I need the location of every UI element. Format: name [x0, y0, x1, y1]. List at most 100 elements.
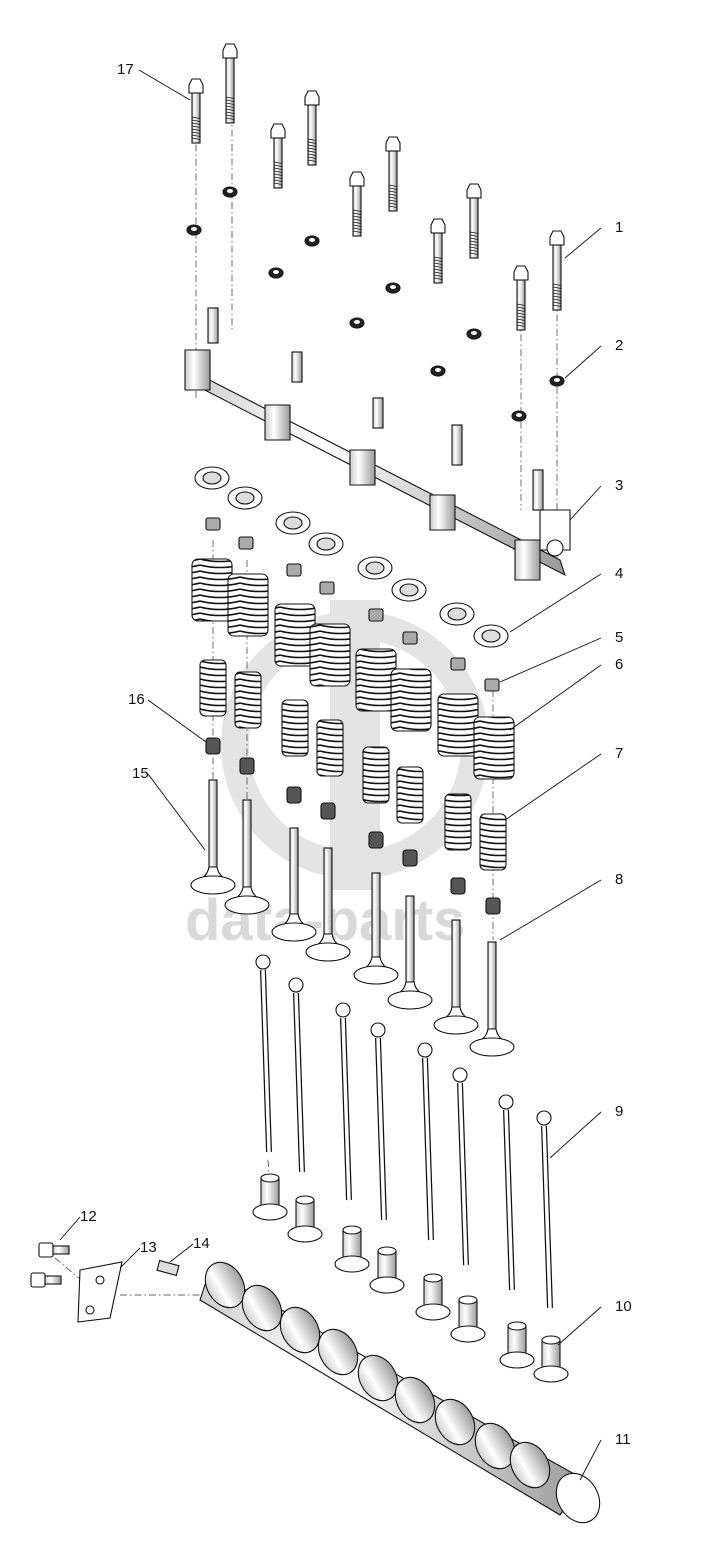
spring-retainer — [308, 532, 344, 556]
spring-retainer — [473, 624, 509, 648]
parts-layer — [30, 43, 601, 1524]
outer-valve-spring — [390, 668, 432, 732]
callout-leader-5 — [499, 637, 602, 683]
valve-stem-seal — [286, 786, 302, 804]
spring-retainer — [391, 578, 427, 602]
callout-2: 2 — [615, 337, 623, 354]
outer-valve-spring — [309, 623, 351, 687]
callout-10: 10 — [615, 1298, 632, 1315]
valve-stem-seal — [368, 831, 384, 849]
tappet — [369, 1246, 405, 1294]
callout-9: 9 — [615, 1103, 623, 1120]
spring-retainer — [275, 511, 311, 535]
inner-valve-spring — [396, 766, 424, 824]
rocker-bolt — [430, 218, 446, 284]
callout-3: 3 — [615, 477, 623, 494]
push-rod — [370, 1022, 387, 1221]
rocker-bolt — [549, 230, 565, 311]
callout-leader-3 — [569, 485, 602, 521]
cam-lobe — [204, 1261, 246, 1309]
callout-12: 12 — [80, 1208, 97, 1225]
push-rod — [417, 1042, 434, 1241]
cam-lobe — [279, 1306, 321, 1354]
cam-lobe — [394, 1376, 436, 1424]
callout-16: 16 — [128, 691, 145, 708]
callout-leader-4 — [509, 573, 602, 633]
valve-collet — [450, 657, 466, 671]
valve-collet — [402, 631, 418, 645]
outer-valve-spring — [437, 693, 479, 757]
inner-valve-spring — [444, 793, 472, 851]
valve — [353, 872, 399, 985]
spring-retainer — [439, 602, 475, 626]
callout-leader-10 — [557, 1306, 602, 1346]
callout-17: 17 — [117, 61, 134, 78]
valve-stem-seal — [485, 897, 501, 915]
valve-stem-seal — [205, 737, 221, 755]
valve — [469, 941, 515, 1057]
washer — [186, 224, 202, 236]
valve-collet — [238, 536, 254, 550]
washer — [222, 186, 238, 198]
push-rod — [536, 1110, 553, 1309]
rocker-bolt — [466, 183, 482, 259]
valve-collet — [205, 517, 221, 531]
rocker-bolt — [222, 43, 238, 124]
washer — [430, 365, 446, 377]
inner-valve-spring — [362, 746, 390, 804]
tappet — [252, 1173, 288, 1221]
tappet — [499, 1321, 535, 1369]
push-rod — [452, 1067, 469, 1266]
cam-plate-bracket — [77, 1261, 123, 1323]
valve — [224, 799, 270, 915]
callout-leader-6 — [509, 664, 602, 731]
callout-4: 4 — [615, 565, 623, 582]
valve — [305, 847, 351, 962]
washer — [268, 267, 284, 279]
rocker-shaft-assembly — [184, 307, 571, 581]
rocker-bolt — [349, 171, 365, 237]
spring-retainer — [227, 486, 263, 510]
valve-collet — [484, 678, 500, 692]
washer — [549, 375, 565, 387]
valve-stem-seal — [450, 877, 466, 895]
rocker-bolt — [385, 136, 401, 212]
tappet — [287, 1195, 323, 1243]
callout-11: 11 — [615, 1431, 631, 1448]
valve-stem-seal — [320, 802, 336, 820]
outer-valve-spring — [274, 603, 316, 667]
outer-valve-spring — [227, 573, 269, 637]
cam-lobe — [474, 1422, 516, 1470]
callout-leader-1 — [564, 227, 602, 259]
callout-1: 1 — [615, 219, 623, 236]
callout-leader-8 — [499, 879, 602, 941]
callout-14: 14 — [193, 1235, 210, 1252]
inner-valve-spring — [199, 659, 227, 717]
push-rod — [335, 1002, 352, 1201]
rocker-bolt — [304, 90, 320, 166]
outer-valve-spring — [355, 648, 397, 712]
outer-valve-spring — [473, 716, 515, 780]
cam-lobe — [357, 1354, 399, 1402]
valve — [387, 895, 433, 1010]
spring-retainer — [357, 556, 393, 580]
callout-leader-13 — [119, 1247, 141, 1269]
callout-leader-9 — [549, 1111, 602, 1159]
valve-collet — [319, 581, 335, 595]
push-rod — [288, 977, 305, 1173]
washer — [349, 317, 365, 329]
tappet — [415, 1273, 451, 1321]
push-rod — [498, 1094, 515, 1291]
inner-valve-spring — [281, 699, 309, 757]
tappet — [533, 1335, 569, 1383]
cam-lobe — [317, 1328, 359, 1376]
callout-leader-7 — [504, 753, 602, 821]
rocker-bolt — [513, 265, 529, 331]
washer — [385, 282, 401, 294]
inner-valve-spring — [316, 719, 344, 777]
callout-leader-2 — [564, 345, 602, 379]
rocker-bolt — [188, 78, 204, 144]
callout-leader-12 — [59, 1216, 81, 1241]
